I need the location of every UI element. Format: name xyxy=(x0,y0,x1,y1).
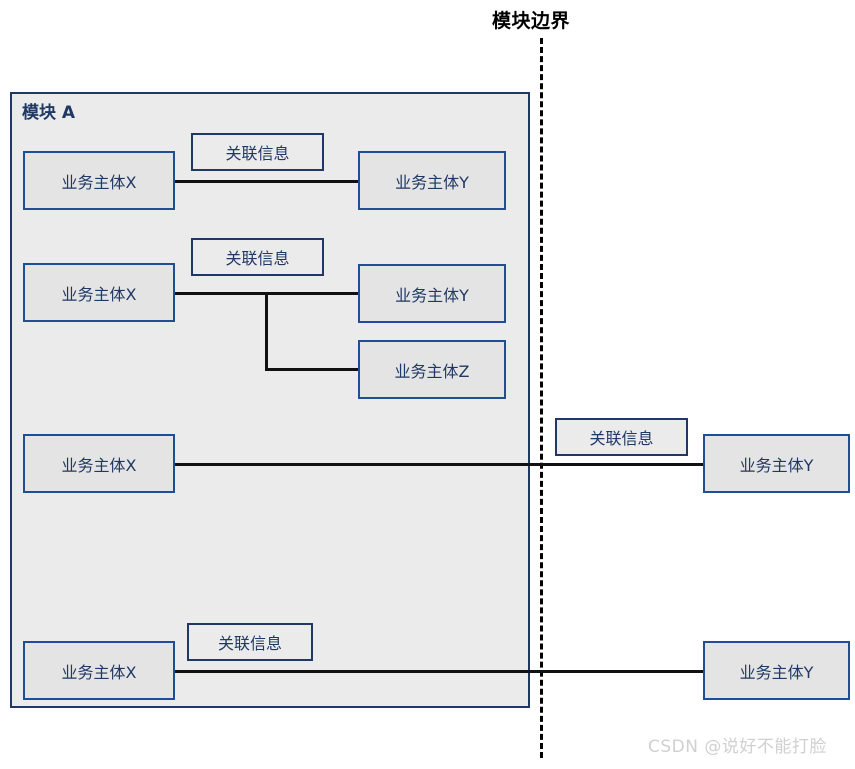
assoc-label-row4[interactable]: 关联信息 xyxy=(187,623,313,661)
module-boundary-title: 模块边界 xyxy=(492,10,571,32)
node-row3-target-y[interactable]: 业务主体Y xyxy=(703,434,850,493)
node-row4-target-y[interactable]: 业务主体Y xyxy=(703,641,850,700)
csdn-watermark: CSDN @说好不能打脸 xyxy=(648,737,827,757)
node-row3-source[interactable]: 业务主体X xyxy=(23,434,175,493)
module-a-label: 模块 A xyxy=(22,103,76,123)
connector-row2-to-z xyxy=(265,368,358,371)
node-row2-target-z[interactable]: 业务主体Z xyxy=(358,340,506,399)
assoc-label-row1[interactable]: 关联信息 xyxy=(191,133,324,171)
node-row1-source[interactable]: 业务主体X xyxy=(23,151,175,210)
connector-row2-branch-vertical xyxy=(265,292,268,368)
node-row4-source[interactable]: 业务主体X xyxy=(23,641,175,700)
connector-row1 xyxy=(175,180,358,183)
assoc-label-row2[interactable]: 关联信息 xyxy=(191,238,324,276)
connector-row4-cross-boundary xyxy=(175,670,704,673)
module-boundary-dashed-line xyxy=(540,38,543,758)
connector-row3-cross-boundary xyxy=(175,463,704,466)
node-row2-target-y[interactable]: 业务主体Y xyxy=(358,264,506,323)
node-row2-source[interactable]: 业务主体X xyxy=(23,263,175,322)
node-row1-target-y[interactable]: 业务主体Y xyxy=(358,151,506,210)
assoc-label-row3[interactable]: 关联信息 xyxy=(555,418,688,456)
